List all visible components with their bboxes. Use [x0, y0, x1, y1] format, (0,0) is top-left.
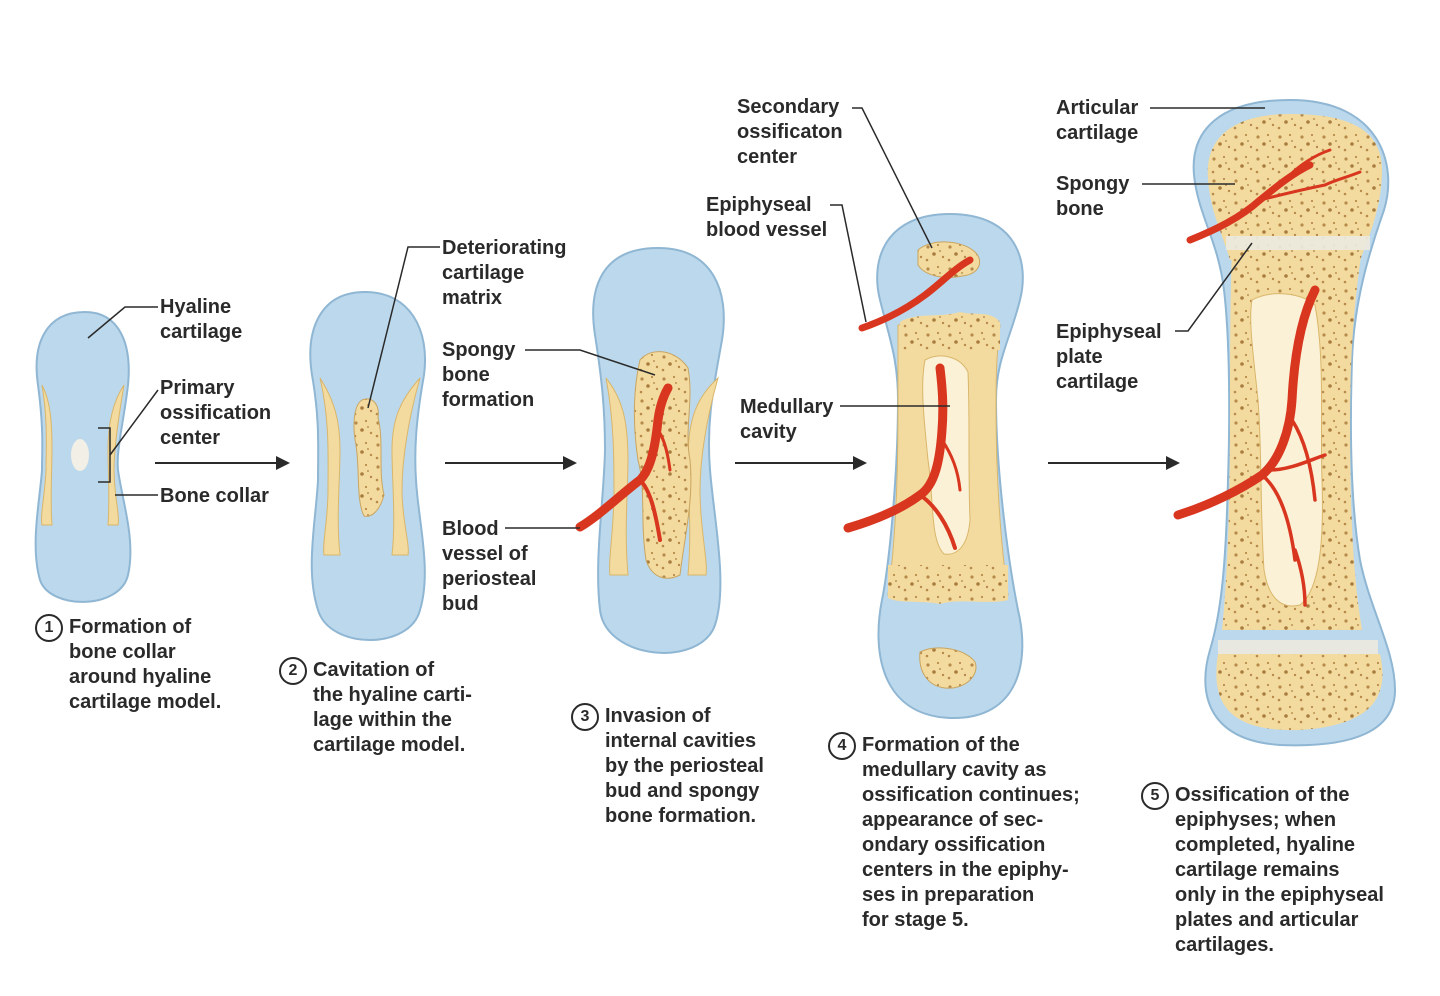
stage-3-number: 3 — [571, 703, 599, 731]
stage-4-leaders — [830, 107, 950, 407]
stage-3-leaders — [505, 349, 656, 529]
stage-1-leaders — [87, 306, 159, 496]
stage-2-number: 2 — [279, 657, 307, 685]
stage-5-leaders — [1142, 107, 1265, 332]
stage-1-bone — [34, 310, 132, 603]
arrow-1-to-2 — [155, 456, 290, 470]
stage-5-number: 5 — [1141, 782, 1169, 810]
label-bone-collar: Bone collar — [160, 485, 269, 507]
arrow-2-to-3 — [445, 456, 577, 470]
arrow-3-to-4 — [735, 456, 867, 470]
stage-1-number: 1 — [35, 614, 63, 642]
stage-5-bone — [1173, 98, 1397, 747]
stage-4-bone — [843, 212, 1024, 720]
stage-2-bone — [309, 290, 426, 641]
stage-4-number: 4 — [828, 732, 856, 760]
stage-2-leaders — [367, 246, 440, 409]
stage-3-bone — [575, 246, 725, 654]
arrow-4-to-5 — [1048, 456, 1180, 470]
